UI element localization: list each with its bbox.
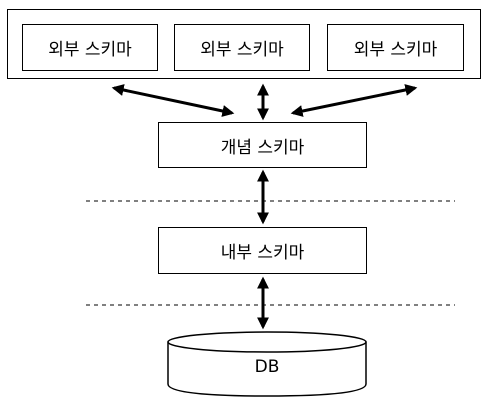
- db-cylinder: [167, 331, 367, 397]
- external-schema-box-1: 외부 스키마: [22, 24, 158, 71]
- external-schema-box-2: 외부 스키마: [174, 24, 310, 71]
- conceptual-schema-label: 개념 스키마: [220, 137, 305, 158]
- external-schema-label-1: 외부 스키마: [48, 40, 132, 60]
- external-schema-label-3: 외부 스키마: [353, 40, 438, 60]
- db-label: DB: [254, 357, 280, 377]
- internal-schema-label: 내부 스키마: [220, 243, 305, 263]
- conceptual-schema-box: 개념 스키마: [158, 122, 367, 168]
- internal-schema-box: 내부 스키마: [158, 227, 367, 274]
- external-schema-label-2: 외부 스키마: [200, 40, 284, 60]
- external-schema-box-3: 외부 스키마: [327, 24, 464, 71]
- arrow-external-right-to-conceptual: [290, 84, 418, 117]
- db-label-container: DB: [168, 349, 366, 385]
- arrow-external-left-to-conceptual: [111, 84, 235, 117]
